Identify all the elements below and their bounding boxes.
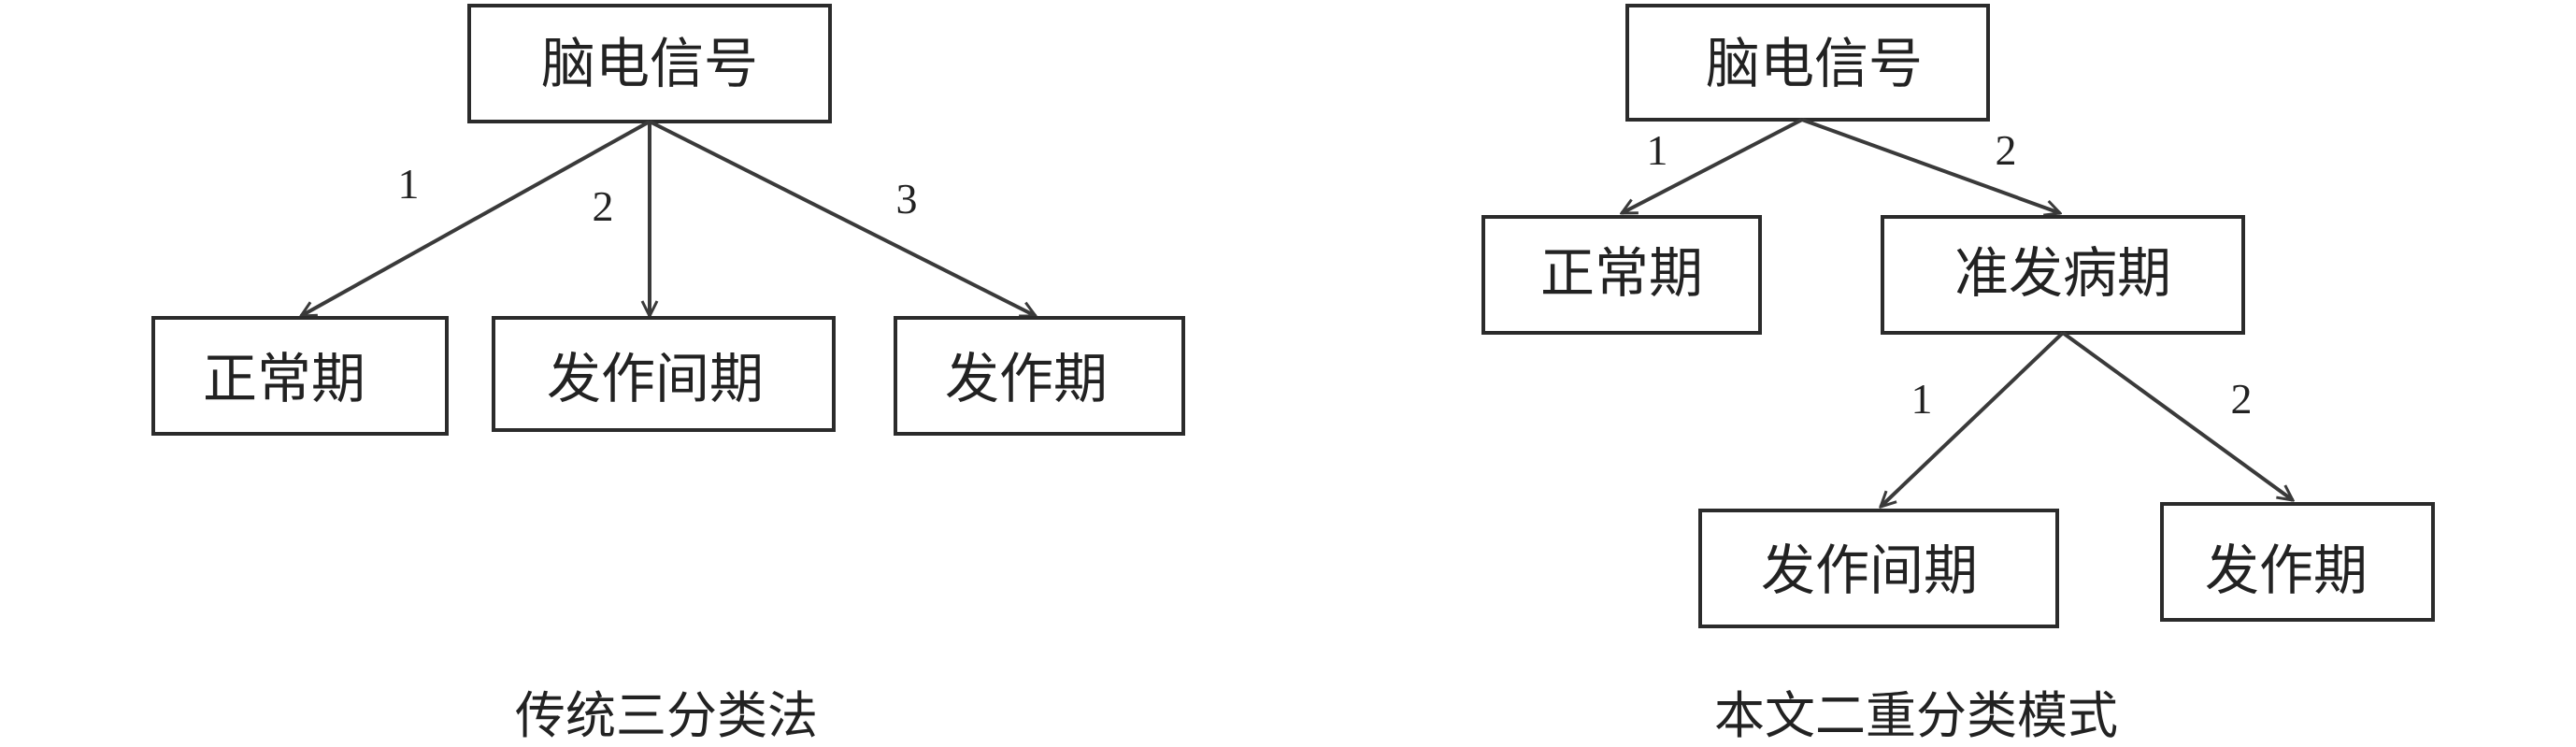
left-edge-label-1: 1 bbox=[398, 160, 420, 208]
right-sub-edge-label-2: 2 bbox=[2231, 375, 2253, 423]
right-caption: 本文二重分类模式 bbox=[1714, 686, 2118, 745]
right-node-normal: 正常期 bbox=[1481, 215, 1762, 335]
right-sub-edge-2: 2 bbox=[2061, 331, 2293, 500]
right-node-preictal: 准发病期 bbox=[1881, 215, 2245, 335]
left-node-interictal: 发作间期 bbox=[492, 316, 836, 432]
right-node-preictal-label: 准发病期 bbox=[1954, 241, 2171, 305]
left-node-normal: 正常期 bbox=[151, 316, 449, 436]
left-edge-3: 3 bbox=[649, 120, 1036, 318]
right-sub-edge-1: 1 bbox=[1881, 331, 2065, 507]
left-root-node: 脑电信号 bbox=[467, 4, 832, 123]
right-edge-label-2: 2 bbox=[1996, 126, 2017, 174]
left-edge-2: 2 bbox=[593, 122, 651, 316]
right-node-interictal-label: 发作间期 bbox=[1761, 539, 1978, 602]
right-sub-edge-label-1: 1 bbox=[1911, 375, 1933, 423]
right-diagram: 脑电信号 1 2 正常期 准发病期 1 2 bbox=[1481, 4, 2435, 745]
left-caption: 传统三分类法 bbox=[515, 686, 818, 745]
left-node-interictal-label: 发作间期 bbox=[547, 347, 764, 410]
right-node-ictal-label: 发作期 bbox=[2205, 539, 2368, 602]
left-edge-label-3: 3 bbox=[896, 175, 918, 223]
left-root-label: 脑电信号 bbox=[541, 32, 758, 95]
right-node-ictal: 发作期 bbox=[2160, 502, 2435, 622]
right-edge-1: 1 bbox=[1622, 118, 1803, 215]
left-edge-label-2: 2 bbox=[593, 182, 614, 230]
right-edge-label-1: 1 bbox=[1647, 126, 1668, 174]
right-node-normal-label: 正常期 bbox=[1540, 241, 1703, 305]
right-edge-2: 2 bbox=[1801, 118, 2060, 213]
right-node-interictal: 发作间期 bbox=[1698, 509, 2059, 628]
right-root-node: 脑电信号 bbox=[1625, 4, 1990, 122]
right-root-label: 脑电信号 bbox=[1706, 32, 1923, 95]
left-node-normal-label: 正常期 bbox=[203, 347, 365, 410]
left-node-ictal: 发作期 bbox=[894, 316, 1185, 436]
left-diagram: 脑电信号 1 2 3 正常期 发作间期 发作期 传统三分类法 bbox=[151, 4, 1185, 745]
left-node-ictal-label: 发作期 bbox=[945, 347, 1108, 410]
left-edge-1: 1 bbox=[301, 120, 651, 318]
